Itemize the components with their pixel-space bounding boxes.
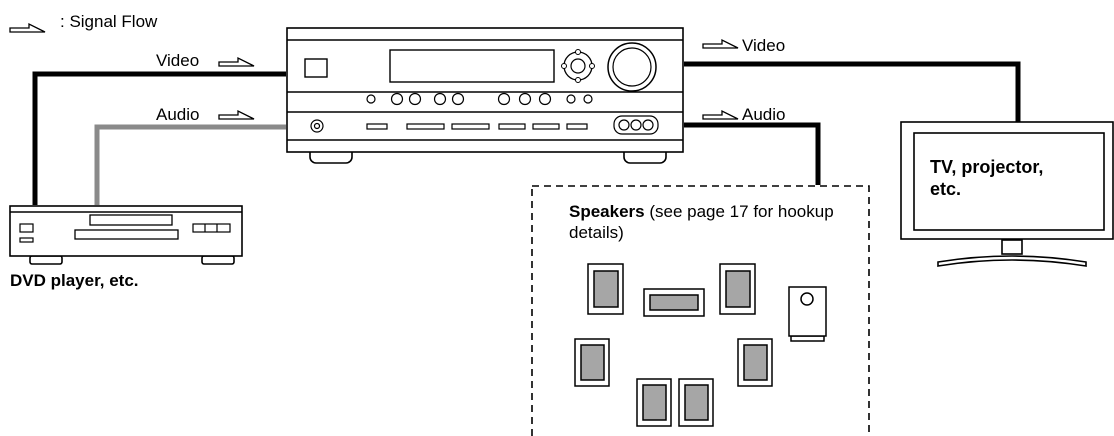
audio-out-arrow-icon xyxy=(702,109,739,120)
audio-in-label: Audio xyxy=(156,105,200,124)
tv-display xyxy=(900,121,1114,267)
legend-text: : Signal Flow xyxy=(60,12,158,31)
back-left-speaker xyxy=(636,378,672,427)
center-speaker xyxy=(643,288,705,317)
back-right-speaker xyxy=(678,378,714,427)
tv-label-line1: TV, projector, xyxy=(930,157,1044,177)
speakers-note: (see page 17 for hookup details) xyxy=(569,202,834,242)
surround-right-speaker xyxy=(737,338,773,387)
audio-out-cable xyxy=(684,122,821,185)
video-out-arrow-icon xyxy=(702,38,739,49)
speakers-label: Speakers (see page 17 for hookup details… xyxy=(569,201,859,243)
av-receiver xyxy=(286,27,684,164)
tv-label-line2: etc. xyxy=(930,179,962,199)
speaker-area xyxy=(531,185,870,436)
speakers-title: Speakers xyxy=(569,202,645,221)
video-in-cable xyxy=(32,71,286,205)
cables xyxy=(32,61,1021,205)
front-left-speaker xyxy=(587,263,624,315)
video-in-arrow-icon xyxy=(218,56,255,67)
audio-in-cable xyxy=(94,124,286,205)
video-in-label: Video xyxy=(156,51,200,70)
dvd-player xyxy=(9,205,243,265)
front-right-speaker xyxy=(719,263,756,315)
subwoofer xyxy=(788,286,827,342)
video-out-label: Video xyxy=(742,36,786,55)
dvd-player-label: DVD player, etc. xyxy=(10,271,139,290)
audio-in-arrow-icon xyxy=(218,109,255,120)
signal-flow-arrow-icon xyxy=(9,22,46,33)
video-out-cable xyxy=(684,61,1021,122)
audio-out-label: Audio xyxy=(742,105,786,124)
tv-label: TV, projector, etc. xyxy=(930,156,1090,200)
surround-left-speaker xyxy=(574,338,610,387)
